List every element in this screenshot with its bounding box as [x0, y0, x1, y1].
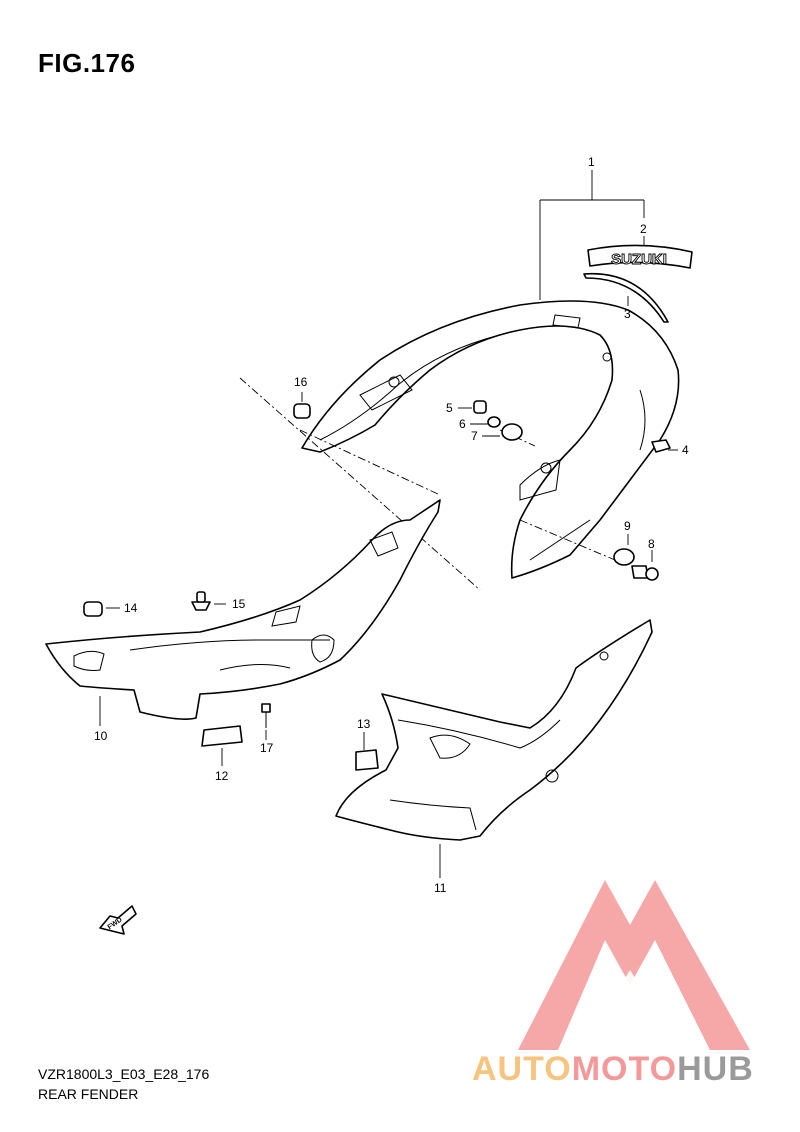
- callout-4: 4: [682, 443, 689, 457]
- part-2-emblem: SUZUKI: [587, 236, 693, 269]
- callout-7: 7: [471, 429, 478, 443]
- watermark-auto: AUTO: [472, 1050, 572, 1088]
- part-4-nut: [651, 439, 678, 453]
- watermark-moto: MOTO: [571, 1050, 678, 1088]
- part-10-rear-fender: [45, 499, 441, 726]
- part-12-reflector: [201, 725, 243, 766]
- watermark-logo: [518, 880, 750, 1050]
- callout-10: 10: [94, 729, 108, 743]
- callout-1: 1: [588, 155, 595, 169]
- part-16-grommet: [293, 392, 311, 419]
- footer-name: REAR FENDER: [38, 1086, 139, 1102]
- callout-14: 14: [124, 601, 138, 615]
- callout-5: 5: [446, 401, 453, 415]
- figure-title: FIG.176: [38, 48, 136, 78]
- part-1-bracket: [539, 170, 645, 300]
- callout-15: 15: [232, 597, 246, 611]
- part-3-trim: [583, 272, 669, 323]
- callout-6: 6: [459, 417, 466, 431]
- parts-5-6-7-fasteners: [458, 400, 523, 441]
- callout-3: 3: [624, 307, 631, 321]
- emblem-text: SUZUKI: [611, 251, 667, 268]
- part-14-cap: [83, 601, 120, 617]
- callout-2: 2: [640, 222, 647, 236]
- watermark-triangle: [518, 880, 750, 1050]
- callout-17: 17: [260, 741, 274, 755]
- callout-11: 11: [434, 881, 447, 895]
- part-15-clip: [191, 591, 226, 611]
- part-17-screw: [261, 703, 271, 740]
- watermark-wordmark: AUTOMOTOHUB: [472, 1050, 754, 1089]
- watermark-hub: HUB: [677, 1050, 754, 1088]
- callout-16: 16: [294, 375, 308, 389]
- callout-12: 12: [215, 769, 229, 783]
- footer-code: VZR1800L3_E03_E28_176: [38, 1066, 210, 1082]
- callout-13: 13: [357, 717, 371, 731]
- callout-8: 8: [648, 537, 655, 551]
- part-1-tail-cowl: [301, 300, 680, 579]
- callout-9: 9: [624, 519, 631, 533]
- fwd-direction-badge: FWD: [99, 905, 137, 935]
- parts-8-9-fasteners: [613, 534, 659, 581]
- part-11-side-cover: [335, 619, 653, 878]
- part-13-pad: [355, 732, 379, 771]
